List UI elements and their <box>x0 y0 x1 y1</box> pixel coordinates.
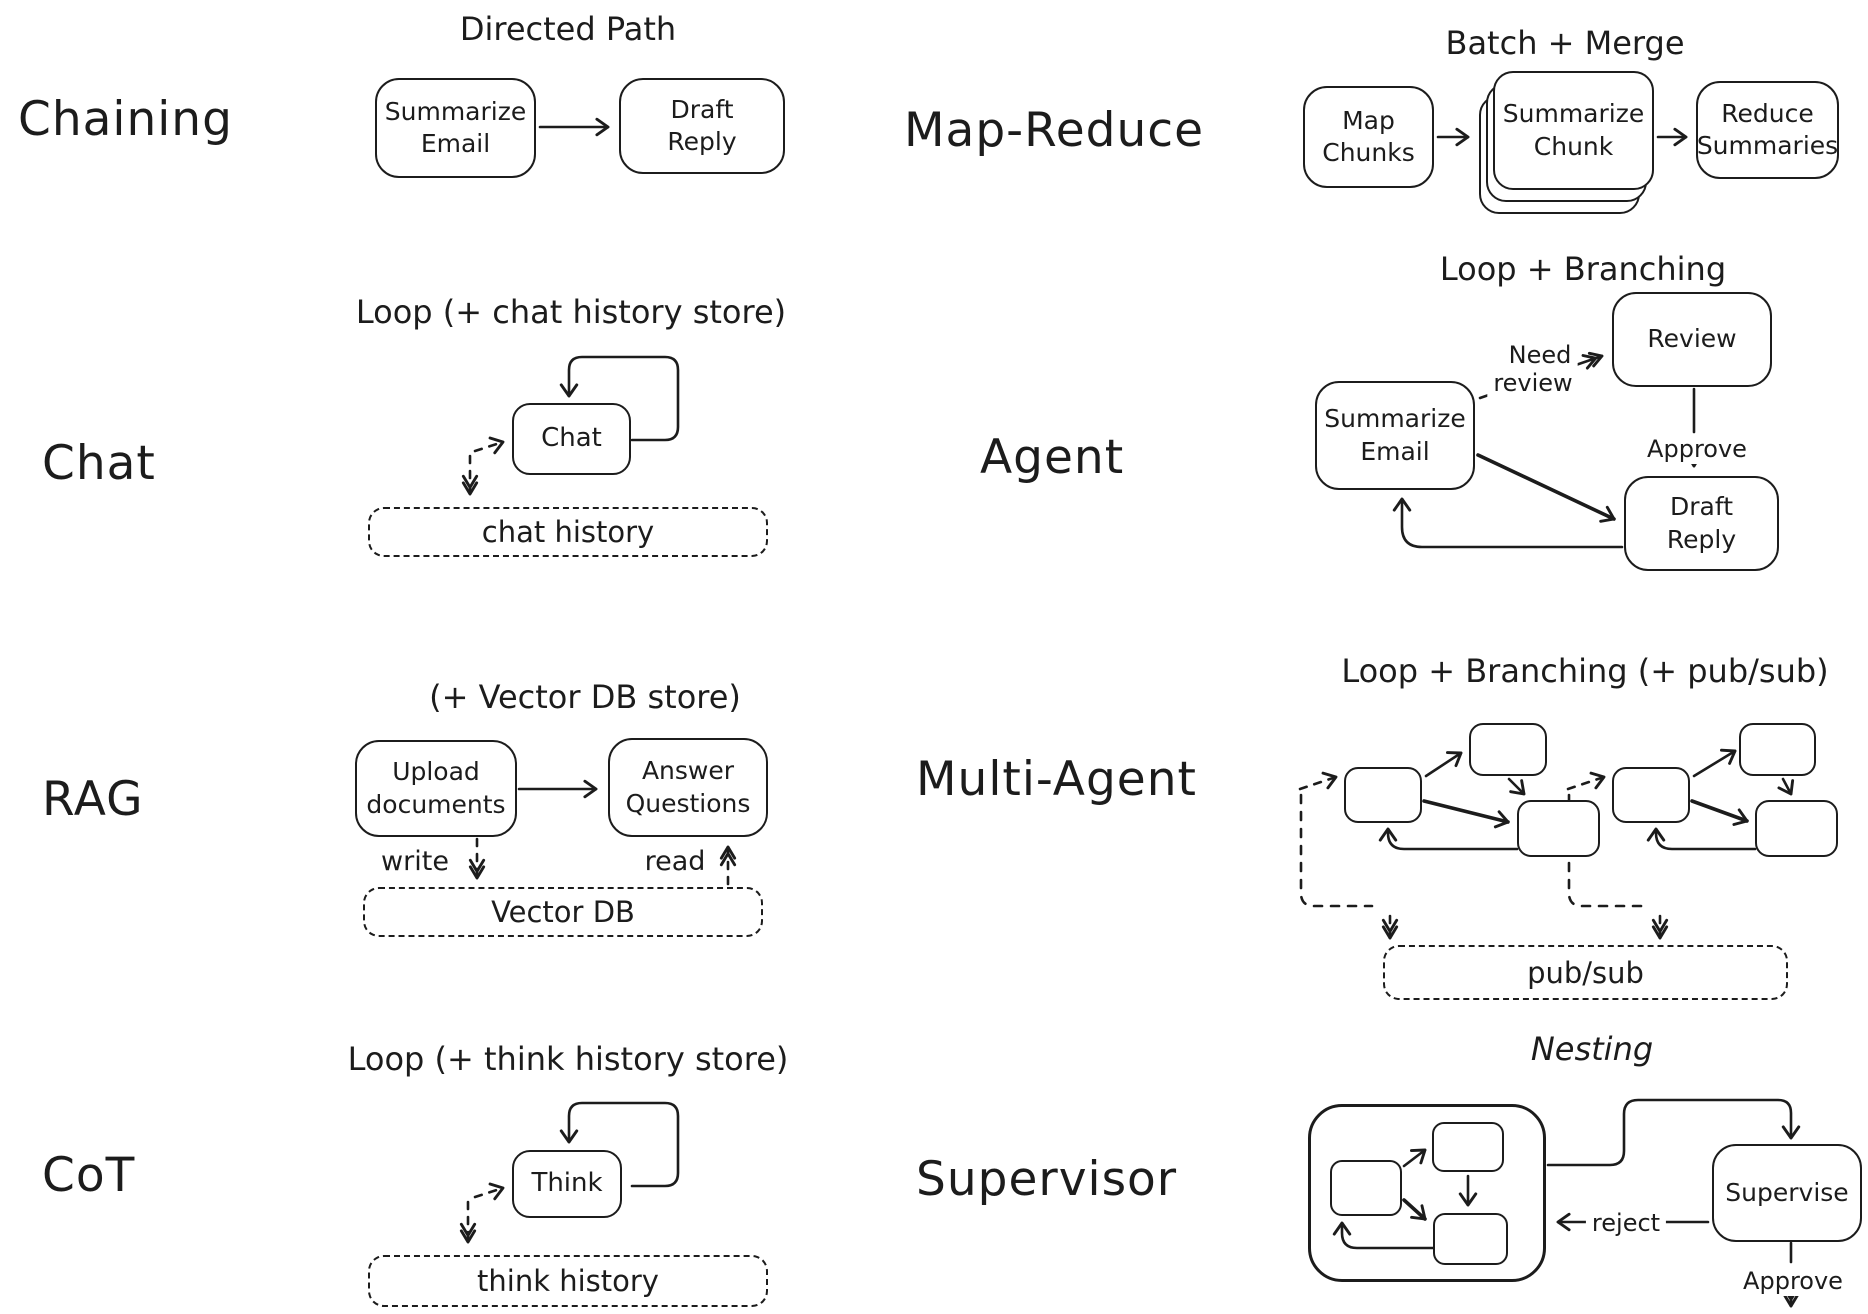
map-reduce-title: Batch + Merge <box>1445 24 1685 62</box>
section-label-multi-agent: Multi-Agent <box>916 752 1197 807</box>
rag-node-answer-questions: Answer Questions <box>608 738 768 837</box>
agent-node-draft-reply: Draft Reply <box>1624 476 1779 571</box>
cot-node-think: Think <box>512 1150 622 1218</box>
multiagent2-node-top <box>1739 723 1816 776</box>
multiagent1-arrow-c <box>1422 799 1510 829</box>
rag-node-upload-documents: Upload documents <box>355 740 517 837</box>
chat-node-chat: Chat <box>512 403 631 475</box>
supervisor-inner-node-left <box>1330 1160 1402 1216</box>
multiagent2-loop <box>1646 827 1757 851</box>
agent-node-summarize-email: Summarize Email <box>1315 381 1475 490</box>
mapreduce-node-summarize-chunk: Summarize Chunk <box>1493 71 1654 190</box>
supervisor-inner-node-top <box>1432 1122 1504 1172</box>
multiagent2-node-bottom <box>1755 800 1838 857</box>
chaining-node-draft-reply: Draft Reply <box>619 78 785 174</box>
agent-node-review: Review <box>1612 292 1772 387</box>
multiagent2-arrow-a <box>1692 748 1737 778</box>
mapreduce-node-map-chunks: Map Chunks <box>1303 86 1434 188</box>
section-label-rag: RAG <box>42 772 144 827</box>
section-label-map-reduce: Map-Reduce <box>904 103 1204 158</box>
chat-history-read-arrow <box>473 436 505 455</box>
supervisor-node-supervise: Supervise <box>1712 1144 1862 1242</box>
multiagent1-arrow-a <box>1424 751 1463 778</box>
multiagent1-node-left <box>1344 767 1422 823</box>
chaining-node-summarize-email: Summarize Email <box>375 78 536 178</box>
multiagent1-node-top <box>1469 723 1547 776</box>
multiagent2-entry-arrow <box>1566 771 1606 791</box>
supervisor-edge-label-reject: reject <box>1585 1208 1667 1238</box>
mapreduce-node-reduce-summaries: Reduce Summaries <box>1696 81 1839 179</box>
agent-arrow-summarize-to-draft <box>1476 453 1616 523</box>
multiagent1-node-bottom <box>1517 800 1600 857</box>
multiagent1-entry-arrow <box>1298 771 1338 791</box>
multiagent2-arrow-c <box>1690 799 1749 826</box>
cot-think-history-store: think history <box>368 1255 768 1307</box>
agent-title: Loop + Branching <box>1439 250 1727 288</box>
cot-title: Loop (+ think history store) <box>347 1040 789 1078</box>
agent-edge-label-approve: Approve <box>1641 434 1753 464</box>
multiagent2-arrow-b <box>1777 777 1795 796</box>
chat-history-store: chat history <box>368 507 768 557</box>
multiagent1-arrow-b <box>1507 777 1526 796</box>
supervisor-edge-label-approve: Approve <box>1737 1266 1849 1296</box>
section-label-supervisor: Supervisor <box>916 1152 1178 1207</box>
cot-history-read-arrow <box>473 1182 505 1201</box>
multi-agent-title: Loop + Branching (+ pub/sub) <box>1341 652 1829 690</box>
supervisor-inner-node-bottom <box>1433 1213 1508 1265</box>
agent-edge-label-need: Need <box>1502 340 1578 370</box>
section-label-chaining: Chaining <box>18 92 233 147</box>
supervisor-nested-container <box>1308 1104 1546 1282</box>
chaining-title: Directed Path <box>459 10 677 48</box>
rag-edge-label-write: write <box>375 845 455 878</box>
rag-vector-db-store: Vector DB <box>363 887 763 937</box>
rag-title: (+ Vector DB store) <box>429 678 741 716</box>
chat-title: Loop (+ chat history store) <box>355 293 787 331</box>
agent-loop-draft-to-summarize <box>1392 497 1624 549</box>
multiagent1-loop <box>1378 827 1519 851</box>
supervisor-title: Nesting <box>1530 1030 1654 1068</box>
rag-edge-label-read: read <box>638 845 712 878</box>
section-label-chat: Chat <box>42 436 156 491</box>
multiagent-pubsub-store: pub/sub <box>1383 945 1788 1000</box>
multiagent2-node-left <box>1612 767 1690 823</box>
section-label-agent: Agent <box>980 430 1125 485</box>
agent-edge-label-review: review <box>1487 368 1579 398</box>
section-label-cot: CoT <box>42 1148 136 1203</box>
